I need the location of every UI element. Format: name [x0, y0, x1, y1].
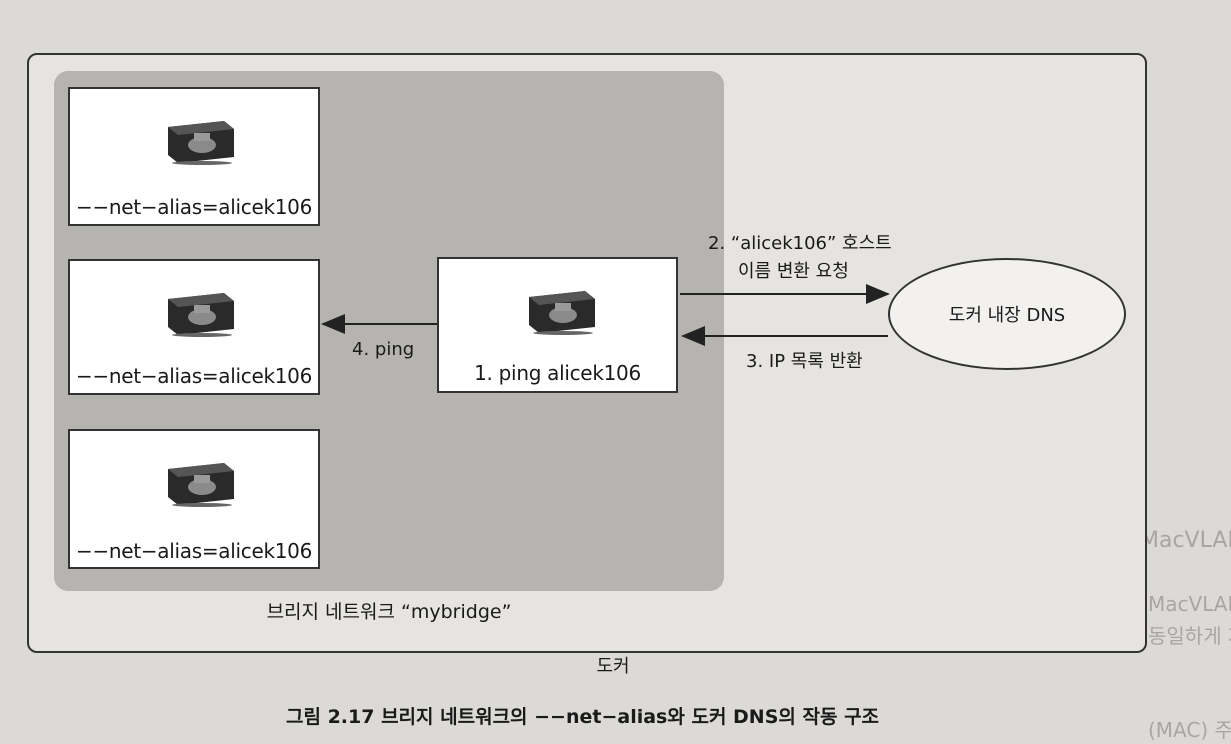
background-text-2: MacVLAN을 호스트의 네트워크 인터페이스 카드를 가상화해 물리 네트워… [1148, 592, 1231, 616]
alias-container-3: −−net−alias=alicek106 [68, 429, 320, 569]
docker-container-icon [162, 289, 238, 341]
background-text-3: 동일하게 제공합니다. 따라서 MacVLAN을 사용하면 컨테이너는 물리 네… [1148, 624, 1231, 648]
docker-host-label: 도커 [596, 656, 630, 677]
ping-command-label: 1. ping alicek106 [474, 361, 641, 385]
docker-container-icon [162, 117, 238, 169]
bridge-network-label: 브리지 네트워크 “mybridge” [266, 601, 512, 623]
dns-label: 도커 내장 DNS [948, 305, 1066, 326]
step3-label: 3. IP 목록 반환 [746, 351, 863, 372]
step2-label-line1: 2. “alicek106” 호스트 [708, 233, 892, 254]
container-alias-label: −−net−alias=alicek106 [75, 364, 313, 388]
alias-container-2: −−net−alias=alicek106 [68, 259, 320, 395]
docker-container-icon [523, 287, 599, 339]
step4-label: 4. ping [352, 339, 415, 360]
docker-container-icon [162, 459, 238, 511]
ping-container: 1. ping alicek106 [437, 257, 678, 393]
container-alias-label: −−net−alias=alicek106 [75, 195, 313, 219]
docker-dns-node: 도커 내장 DNS [888, 258, 1126, 370]
container-alias-label: −−net−alias=alicek106 [75, 539, 313, 563]
figure-caption: 그림 2.17 브리지 네트워크의 −−net−alias와 도커 DNS의 작… [286, 706, 880, 728]
background-text-1: MacVLAN 네트워크 [1140, 528, 1231, 553]
background-text-4: (MAC) 주소를 가지며, 해당 네트워크에 연결된 다른 장치와의 통신이 … [1148, 718, 1231, 742]
step2-label-line2: 이름 변환 요청 [738, 261, 849, 282]
alias-container-1: −−net−alias=alicek106 [68, 87, 320, 226]
